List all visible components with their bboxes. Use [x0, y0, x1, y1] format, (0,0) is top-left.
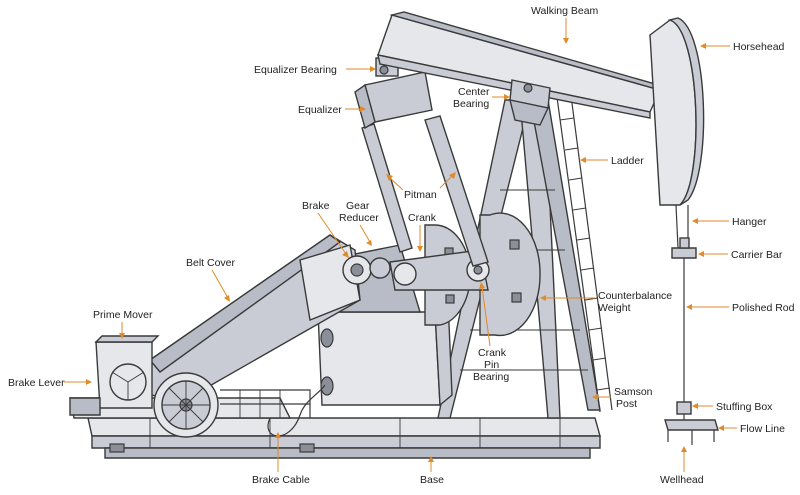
leader-belt-cover [211, 269, 229, 299]
label-crank-pin-line3: Bearing [473, 371, 509, 383]
arrowhead-hanger [692, 218, 698, 224]
label-equalizer: Equalizer [298, 104, 342, 116]
label-gear-reducer-line2: Reducer [339, 212, 379, 224]
label-samson-post-line2: Post [616, 398, 637, 410]
label-samson-post-line1: Samson [614, 386, 653, 398]
arrowhead-pitman-right [449, 172, 456, 179]
label-brake-lever: Brake Lever [8, 377, 65, 389]
arrowhead-ladder [580, 157, 586, 163]
arrowhead-equalizer [360, 106, 366, 112]
center-bearing [509, 79, 551, 126]
label-counterbalance-line1: Counterbalance [598, 290, 672, 302]
arrowhead-brake-lever [86, 379, 92, 385]
leader-brake [317, 212, 347, 255]
prime-mover [69, 335, 160, 416]
counterbalance-weight-rear [479, 212, 541, 337]
labels: Walking Beam Horsehead Equalizer Bearing… [8, 5, 795, 486]
label-brake-cable: Brake Cable [252, 474, 310, 486]
leader-crank-pin [481, 286, 491, 347]
arrowhead-carrier-bar [698, 251, 704, 257]
arrowhead-brake [342, 251, 349, 258]
label-equalizer-bearing: Equalizer Bearing [254, 64, 337, 76]
label-prime-mover: Prime Mover [93, 309, 153, 321]
label-brake: Brake [302, 200, 330, 212]
label-ladder: Ladder [611, 155, 644, 167]
label-base: Base [420, 474, 444, 486]
label-stuffing-box: Stuffing Box [716, 401, 773, 413]
arrowhead-gear-reducer [366, 240, 372, 246]
label-polished-rod: Polished Rod [732, 302, 795, 314]
arrowhead-crank-pin [479, 282, 485, 289]
arrowhead-brake-cable [275, 432, 281, 438]
horsehead [649, 17, 705, 206]
arrowhead-flow-line [718, 425, 724, 431]
brake-cable-line [267, 384, 326, 437]
label-hanger: Hanger [732, 216, 767, 228]
label-pitman: Pitman [404, 189, 437, 201]
arrowhead-belt-cover [224, 295, 230, 302]
sheave-wheel [153, 372, 219, 438]
label-walking-beam: Walking Beam [531, 5, 599, 17]
pump-jack-illustration [69, 11, 719, 459]
arrowhead-wellhead [681, 446, 687, 452]
label-crank-pin-line1: Crank [478, 347, 507, 359]
label-counterbalance-line2: Weight [598, 302, 631, 314]
arrowhead-horsehead [700, 43, 706, 49]
arrowhead-pitman-left [386, 174, 393, 181]
brake-drum [342, 255, 391, 285]
base-frame [87, 417, 601, 459]
leader-pitman-right [439, 175, 453, 189]
arrowhead-center-bearing [504, 94, 510, 100]
label-flow-line: Flow Line [740, 423, 785, 435]
arrowhead-prime-mover [119, 333, 125, 339]
bridle-and-rod [671, 204, 697, 410]
label-carrier-bar: Carrier Bar [731, 249, 783, 261]
arrowhead-polished-rod [686, 304, 692, 310]
arrowhead-samson-post [592, 394, 598, 400]
leader-pitman-left [389, 177, 404, 191]
arrowhead-crank [417, 246, 423, 252]
arrowhead-counterbalance [540, 295, 546, 301]
label-horsehead: Horsehead [733, 41, 785, 53]
label-crank: Crank [408, 212, 437, 224]
label-belt-cover: Belt Cover [186, 257, 236, 269]
label-wellhead: Wellhead [660, 474, 704, 486]
leader-gear-reducer [359, 224, 371, 243]
arrowhead-stuffing-box [692, 403, 698, 409]
crank-arm [389, 249, 490, 291]
label-center-bearing-line1: Center [458, 86, 490, 98]
ladder [555, 87, 613, 413]
label-crank-pin-line2: Pin [484, 359, 499, 371]
label-center-bearing-line2: Bearing [453, 98, 489, 110]
arrowhead-equalizer-bearing [370, 66, 376, 72]
wellhead [664, 401, 719, 445]
arrowhead-base [428, 456, 434, 462]
arrowhead-walking-beam [563, 38, 569, 44]
label-gear-reducer-line1: Gear [346, 200, 370, 212]
